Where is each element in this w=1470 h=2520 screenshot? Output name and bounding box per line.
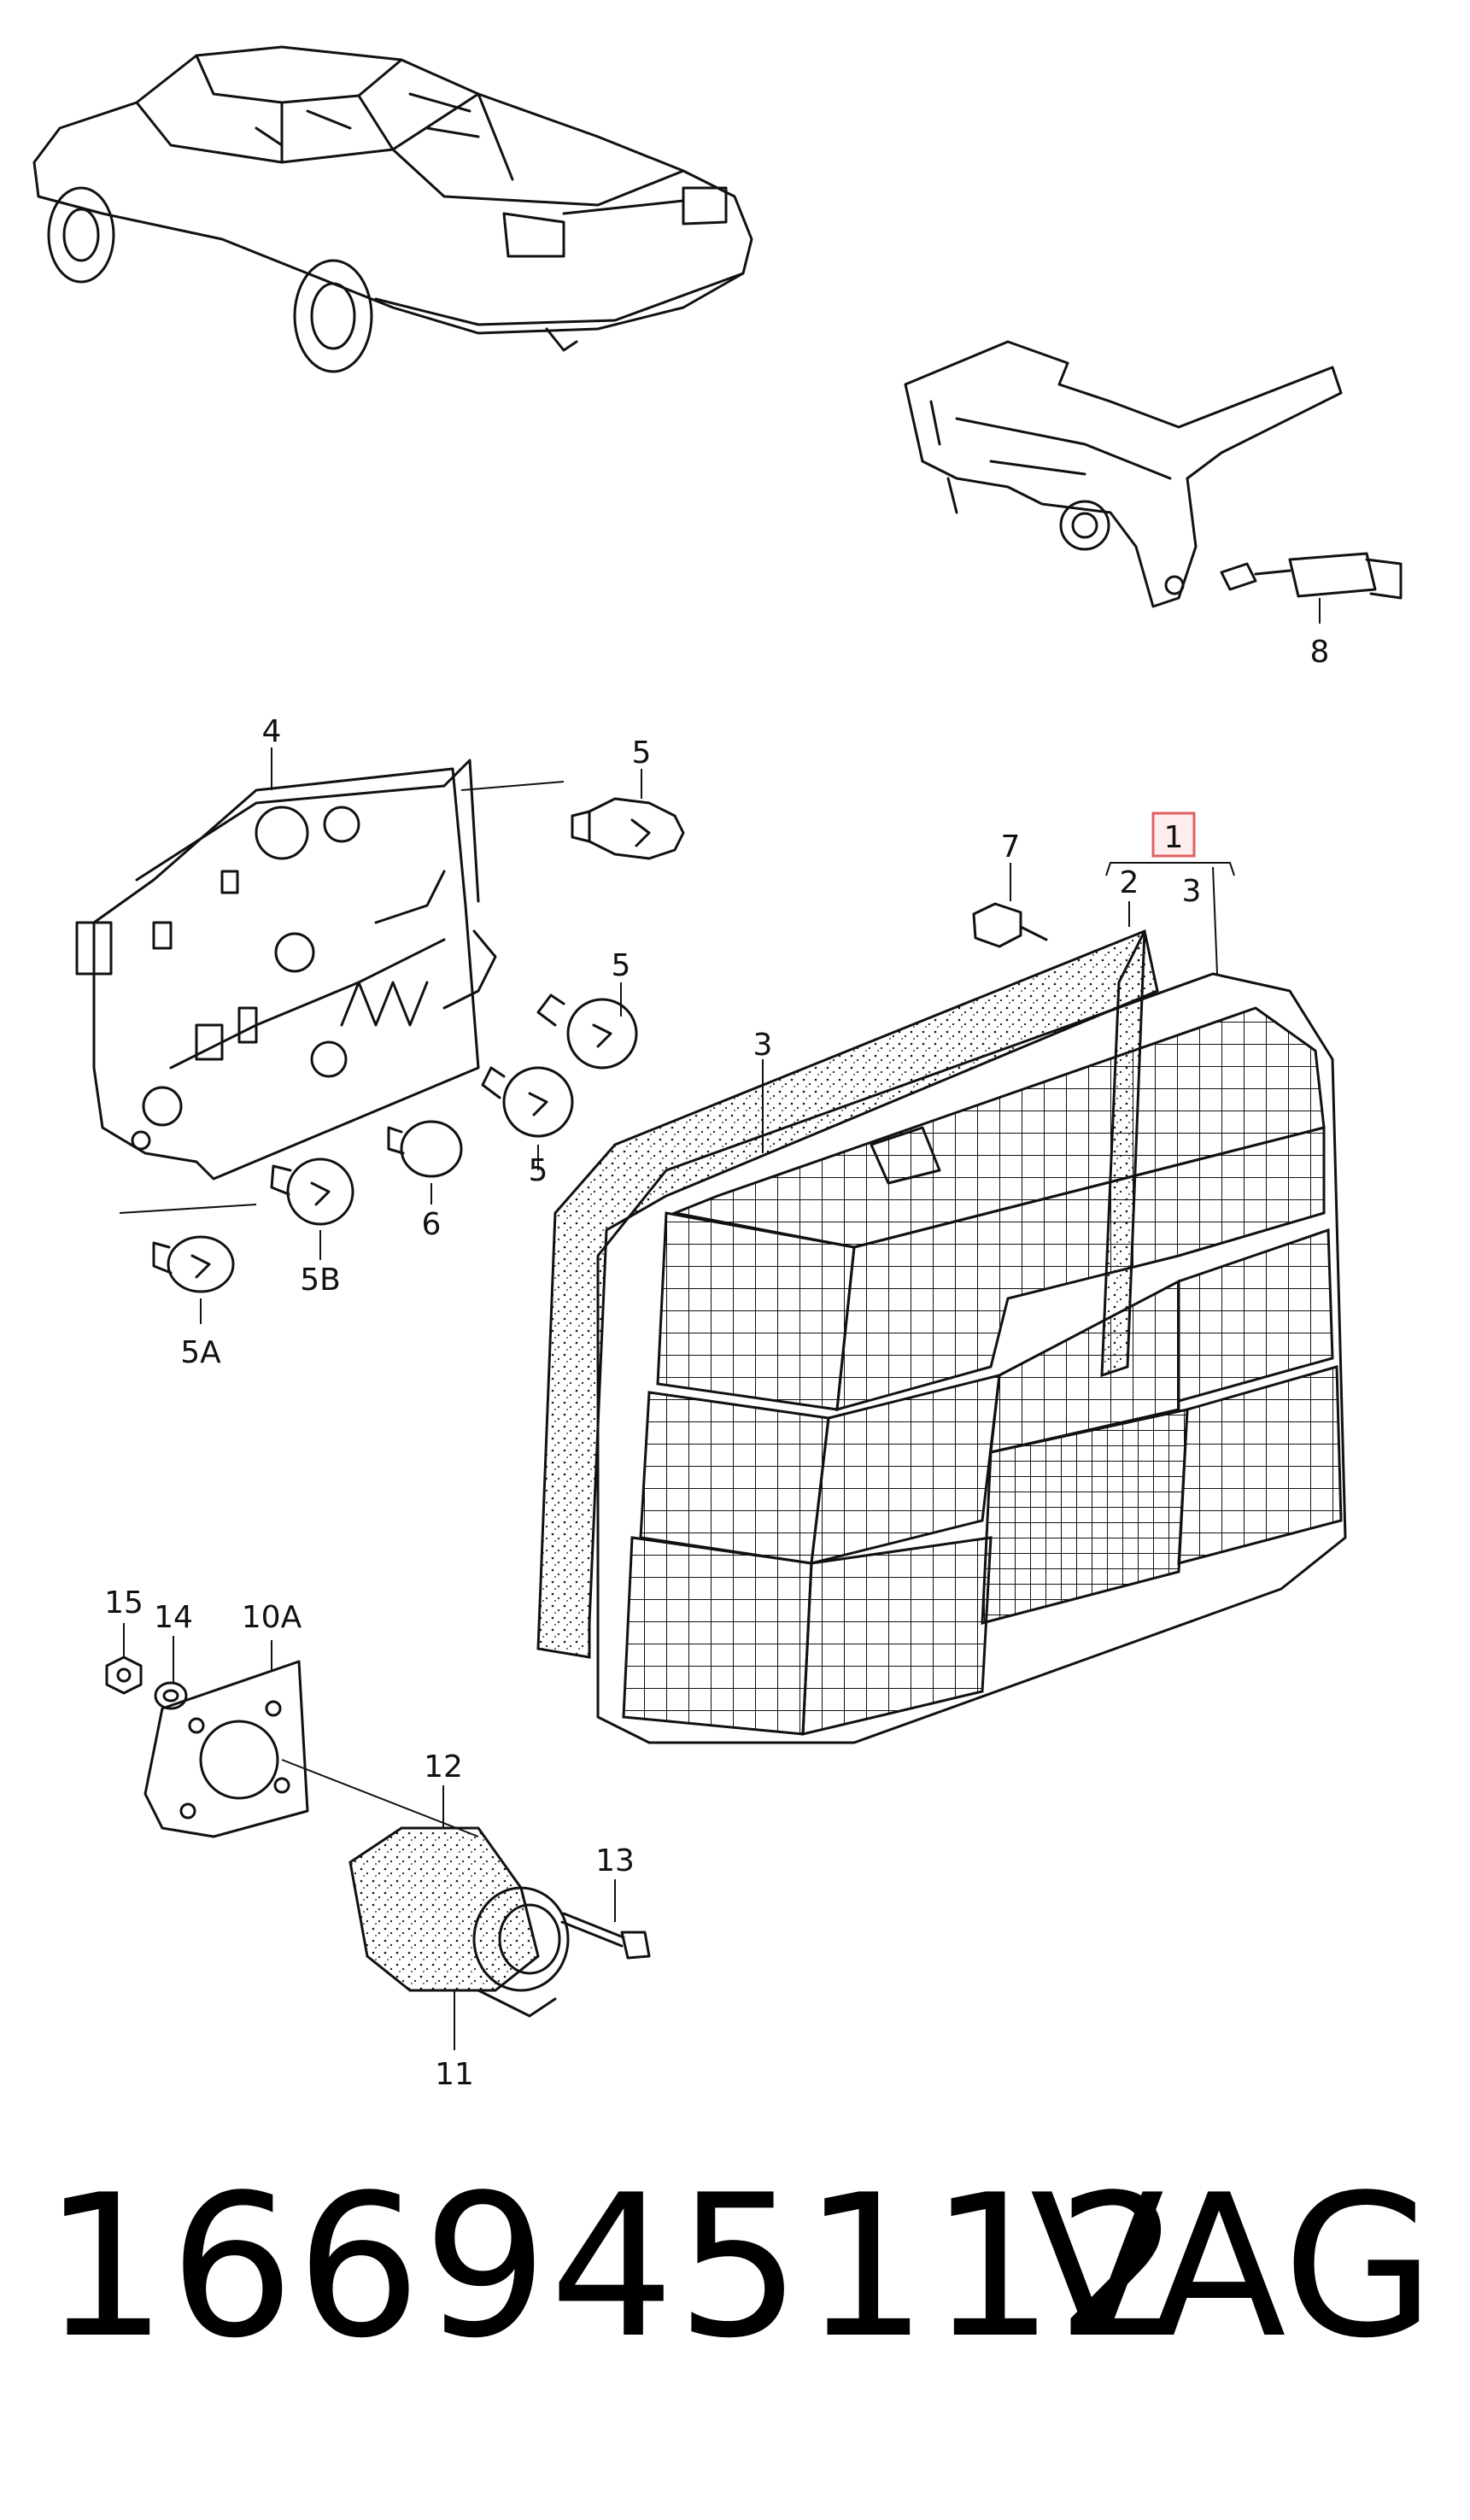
bracket-illustration	[904, 340, 1403, 608]
bulb-5B	[270, 1157, 354, 1226]
bulb-5A	[152, 1235, 235, 1293]
footer: 166945112 VAG	[34, 2170, 1435, 2452]
bulb-5b-middle	[536, 993, 638, 1070]
plate-10A	[143, 1660, 309, 1838]
callout-11: 11	[435, 2057, 474, 2092]
bulb-5a-top	[571, 797, 685, 860]
group-bracket	[1105, 862, 1235, 876]
bulb-holder-illustration	[75, 759, 497, 1181]
callout-5A: 5A	[180, 1335, 221, 1370]
callout-4: 4	[262, 714, 282, 749]
callout-12: 12	[424, 1749, 463, 1785]
socket-12	[348, 1826, 570, 2018]
bulb-5c-right	[481, 1066, 574, 1138]
callout-14: 14	[154, 1600, 193, 1635]
callout-13: 13	[595, 1843, 635, 1878]
callout-2: 2	[1120, 865, 1139, 900]
nut-15	[105, 1656, 143, 1695]
callout-10A: 10A	[242, 1600, 302, 1635]
callout-8: 8	[1310, 635, 1330, 670]
highlight-box-1	[1151, 812, 1196, 858]
nut-7	[972, 902, 1048, 948]
washer-14	[154, 1681, 188, 1710]
tail-light-lens	[596, 972, 1347, 1744]
bulb-6	[387, 1120, 463, 1178]
callout-5B: 5B	[300, 1263, 341, 1298]
callout-6: 6	[422, 1207, 442, 1242]
callout-5-middle: 5	[612, 948, 631, 983]
callout-5-top: 5	[632, 735, 652, 771]
callout-5-lower: 5	[529, 1153, 548, 1188]
callout-3-bracket: 3	[1182, 874, 1202, 909]
callout-3-lens: 3	[753, 1028, 773, 1063]
bolt-13	[560, 1912, 651, 1960]
callout-1: 1	[1164, 820, 1184, 855]
car-illustration	[32, 45, 753, 373]
parts-diagram: 1 2 3 3 4 5 5 5 5A 5B 6 7 8 10A 11 12 13…	[32, 45, 1403, 2092]
callout-7: 7	[1001, 829, 1021, 864]
brand-label: VAG	[1029, 2154, 1435, 2382]
part-number: 166945112	[43, 2154, 1183, 2382]
callout-15: 15	[104, 1585, 143, 1620]
